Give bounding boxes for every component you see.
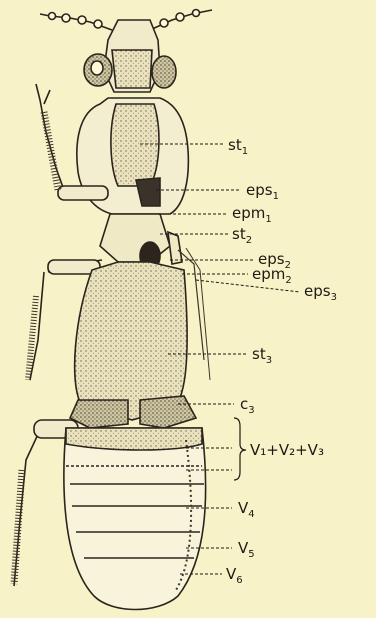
head <box>84 20 176 92</box>
label-c3: c3 <box>240 395 255 416</box>
label-v5: V5 <box>238 539 255 560</box>
label-v6: V6 <box>226 565 243 586</box>
label-v1-v2-v3: V₁+V₂+V₃ <box>250 441 324 459</box>
label-st1: st1 <box>228 136 248 157</box>
label-v4: V4 <box>238 499 255 520</box>
labels: st1 eps1 epm1 st2 eps2 epm2 eps3 st3 c3 … <box>226 136 337 586</box>
label-epm1: epm1 <box>232 204 272 225</box>
v1-v3-brace <box>234 418 246 480</box>
abdomen <box>64 428 206 610</box>
label-eps1: eps1 <box>246 181 279 202</box>
label-st2: st2 <box>232 225 252 246</box>
label-st3: st3 <box>252 345 272 366</box>
label-eps3: eps3 <box>304 282 337 303</box>
